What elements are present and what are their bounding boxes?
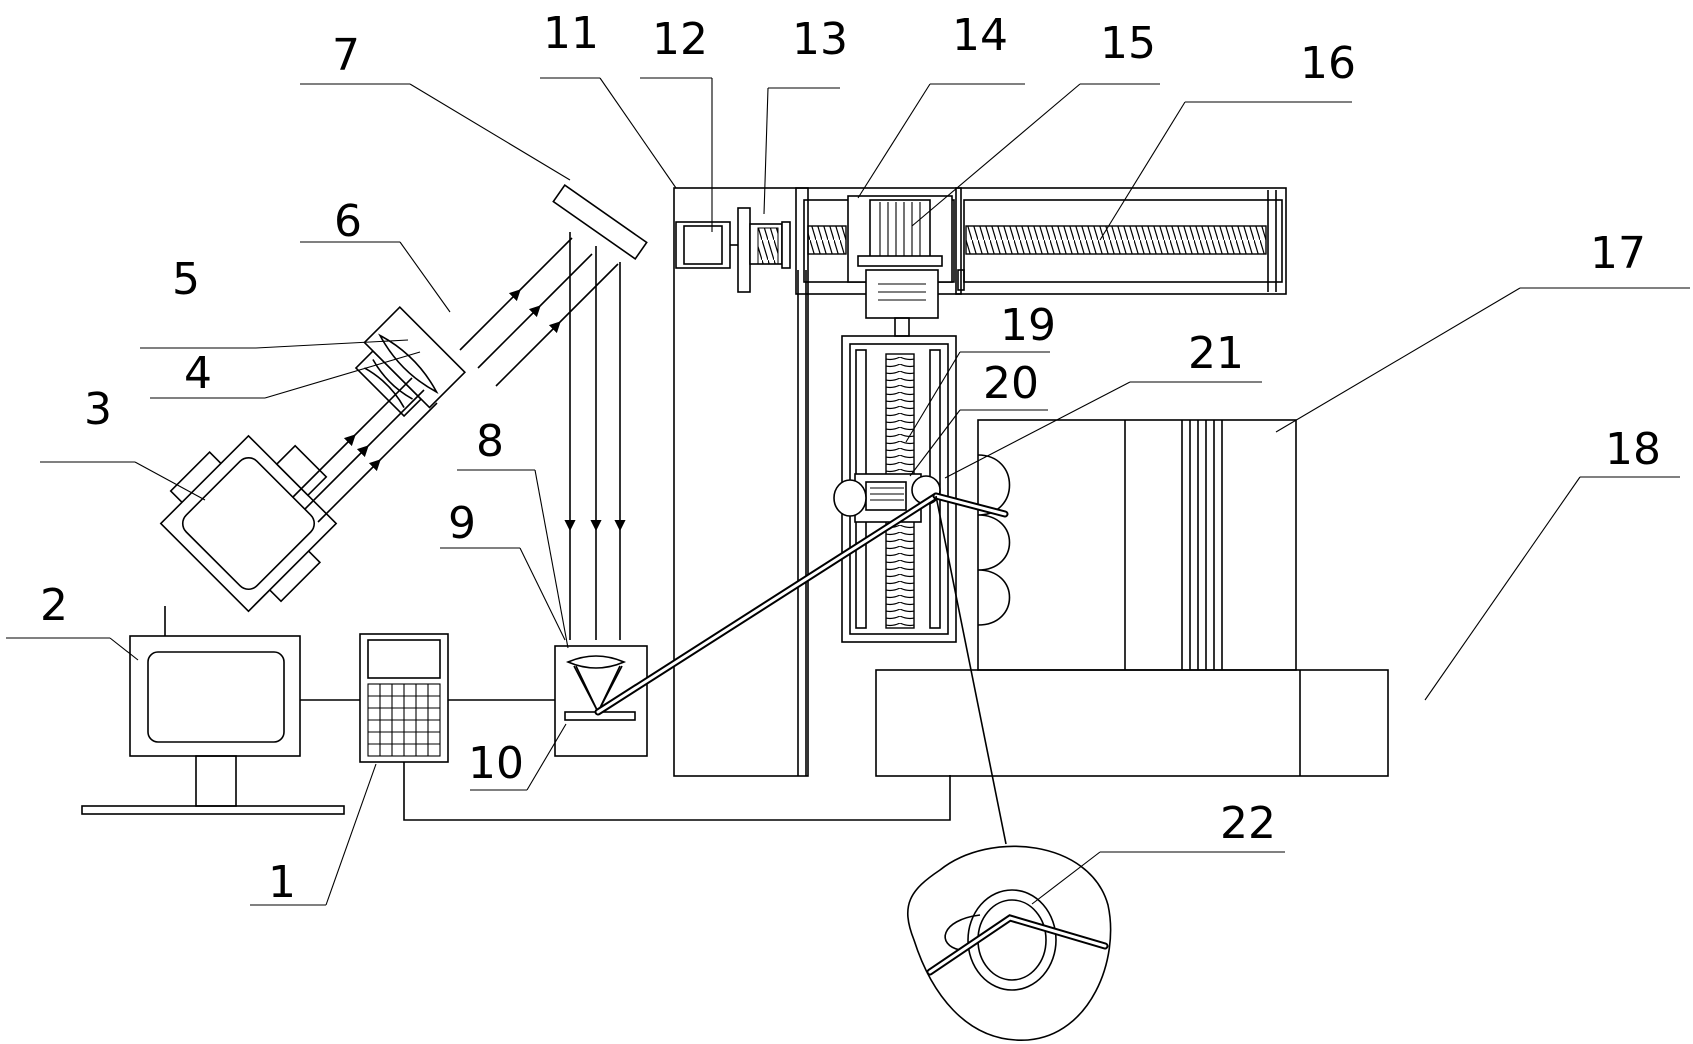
wiring — [300, 699, 951, 821]
focusing-unit — [554, 645, 648, 757]
support-frame — [673, 187, 809, 777]
label-9: 9 — [448, 498, 476, 549]
label-14: 14 — [952, 10, 1008, 61]
label-22: 22 — [1220, 798, 1276, 849]
label-7: 7 — [332, 30, 360, 81]
label-8: 8 — [476, 416, 504, 467]
horizontal-axis — [675, 187, 1287, 337]
label-1: 1 — [268, 857, 296, 908]
label-3: 3 — [84, 384, 112, 435]
beam-expander — [354, 306, 466, 418]
label-4: 4 — [184, 348, 212, 399]
callout-labels: 1 2 3 4 5 6 7 8 9 10 11 12 13 14 15 16 1… — [40, 8, 1661, 908]
label-16: 16 — [1300, 38, 1356, 89]
controller-keypad — [359, 633, 449, 763]
label-5: 5 — [172, 254, 200, 305]
label-2: 2 — [40, 580, 68, 631]
label-12: 12 — [652, 14, 708, 65]
laser-source — [159, 434, 338, 613]
laser-beams — [292, 232, 626, 640]
label-19: 19 — [1000, 300, 1056, 351]
laser-optics-assembly — [159, 306, 466, 613]
label-11: 11 — [543, 8, 599, 59]
detail-view — [906, 845, 1112, 1041]
label-17: 17 — [1590, 228, 1646, 279]
label-6: 6 — [334, 196, 362, 247]
label-13: 13 — [792, 14, 848, 65]
label-15: 15 — [1100, 18, 1156, 69]
leader-lines — [6, 77, 1690, 906]
computer-monitor — [81, 606, 345, 815]
base-platform — [875, 669, 1389, 777]
label-20: 20 — [983, 358, 1039, 409]
label-21: 21 — [1188, 328, 1244, 379]
reflecting-mirror — [552, 184, 648, 260]
vertical-axis — [833, 335, 957, 643]
label-18: 18 — [1605, 424, 1661, 475]
optical-fiber — [594, 492, 1009, 845]
label-10: 10 — [468, 738, 524, 789]
workpiece — [977, 419, 1297, 671]
